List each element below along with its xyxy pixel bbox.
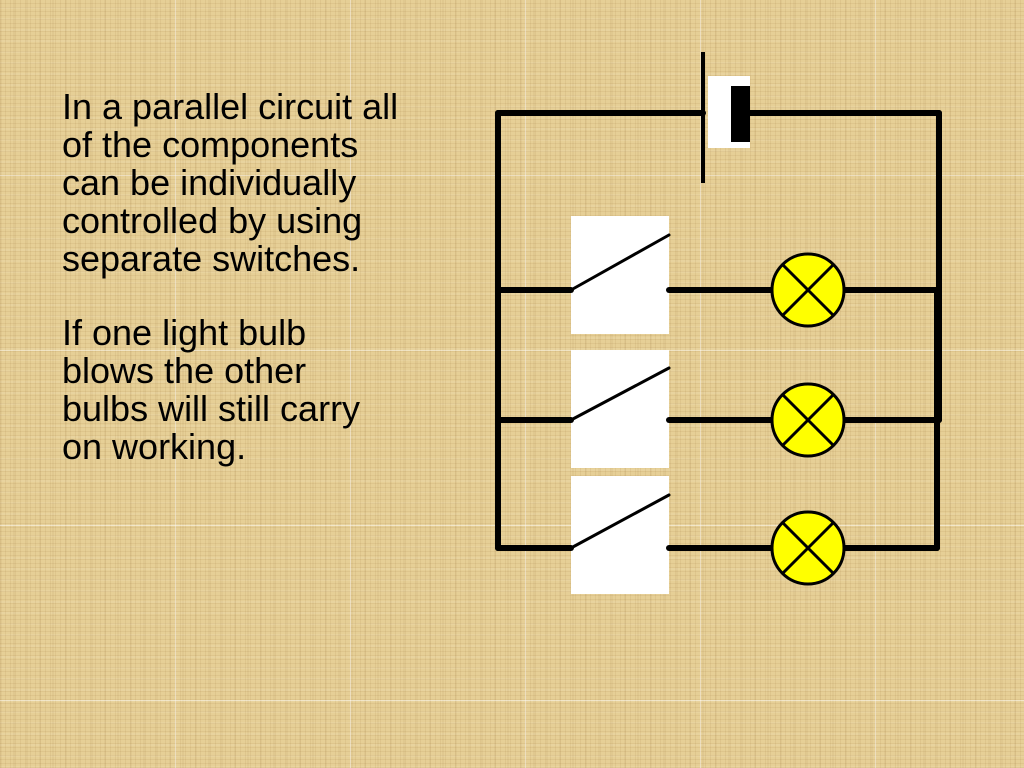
switch-1-lever <box>569 233 671 292</box>
switch-2-lever <box>569 366 671 422</box>
switch-3-lever <box>569 493 671 550</box>
background-seam <box>700 0 701 768</box>
background-seam <box>0 350 1024 351</box>
background-seam <box>0 175 1024 176</box>
switch-box-1 <box>571 216 669 334</box>
bulb-3 <box>770 510 846 586</box>
cell-short-plate <box>731 86 750 142</box>
slide-text: In a parallel circuit all of the compone… <box>62 88 442 466</box>
background-seam <box>0 700 1024 701</box>
bulb-1 <box>770 252 846 328</box>
background-seam <box>350 0 351 768</box>
switch-box-2 <box>571 350 669 468</box>
background-seam <box>175 0 176 768</box>
switch-box-3 <box>571 476 669 594</box>
bulb-2 <box>770 382 846 458</box>
paragraph-parallel-circuit: In a parallel circuit all of the compone… <box>62 86 399 279</box>
background-seam <box>875 0 876 768</box>
background-seam <box>0 525 1024 526</box>
paragraph-bulb-blows: If one light bulb blows the other bulbs … <box>62 312 361 467</box>
background-seam <box>525 0 526 768</box>
